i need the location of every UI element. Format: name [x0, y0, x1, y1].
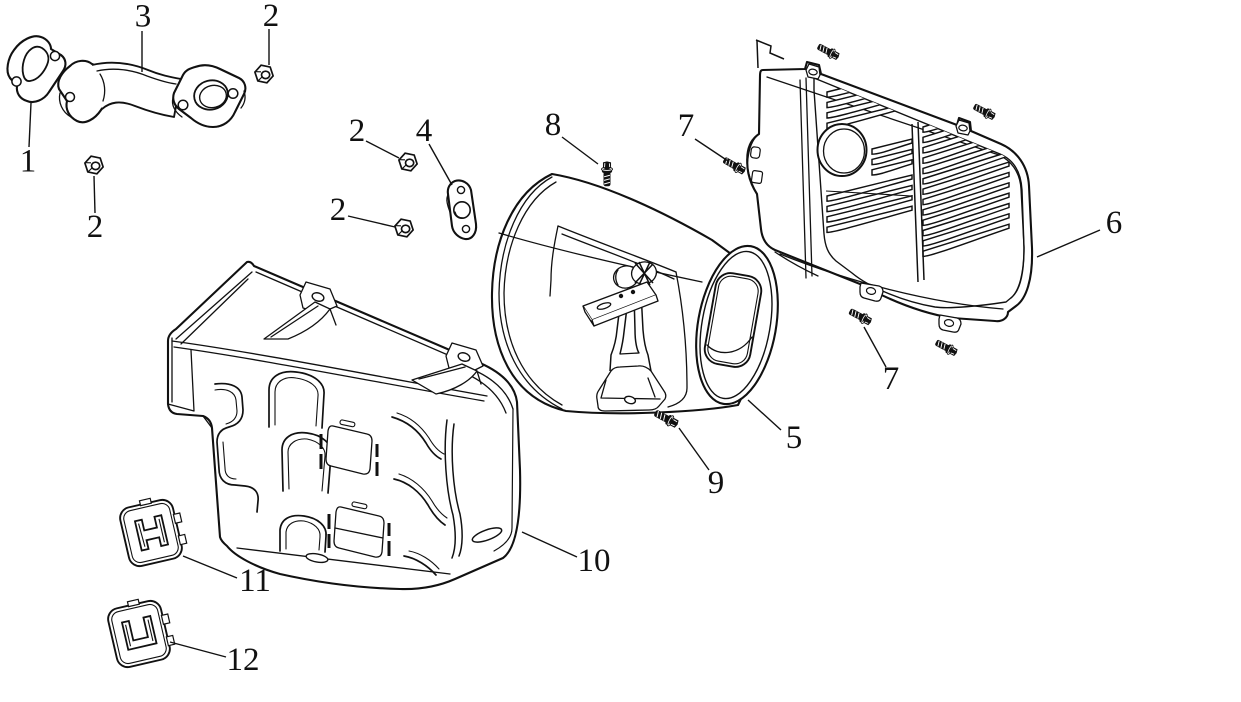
svg-text:6: 6 [1106, 205, 1123, 241]
svg-text:5: 5 [786, 420, 803, 456]
svg-text:2: 2 [349, 113, 366, 149]
svg-text:7: 7 [883, 361, 900, 397]
svg-text:1: 1 [20, 144, 37, 180]
svg-text:4: 4 [416, 113, 433, 149]
svg-text:2: 2 [330, 192, 347, 228]
svg-text:10: 10 [578, 543, 611, 579]
svg-text:9: 9 [708, 465, 725, 501]
svg-text:7: 7 [678, 108, 695, 144]
svg-text:3: 3 [135, 0, 152, 35]
svg-text:11: 11 [239, 563, 271, 599]
svg-text:8: 8 [545, 107, 562, 143]
svg-text:2: 2 [87, 209, 104, 245]
svg-text:12: 12 [227, 642, 260, 678]
svg-text:2: 2 [263, 0, 280, 34]
